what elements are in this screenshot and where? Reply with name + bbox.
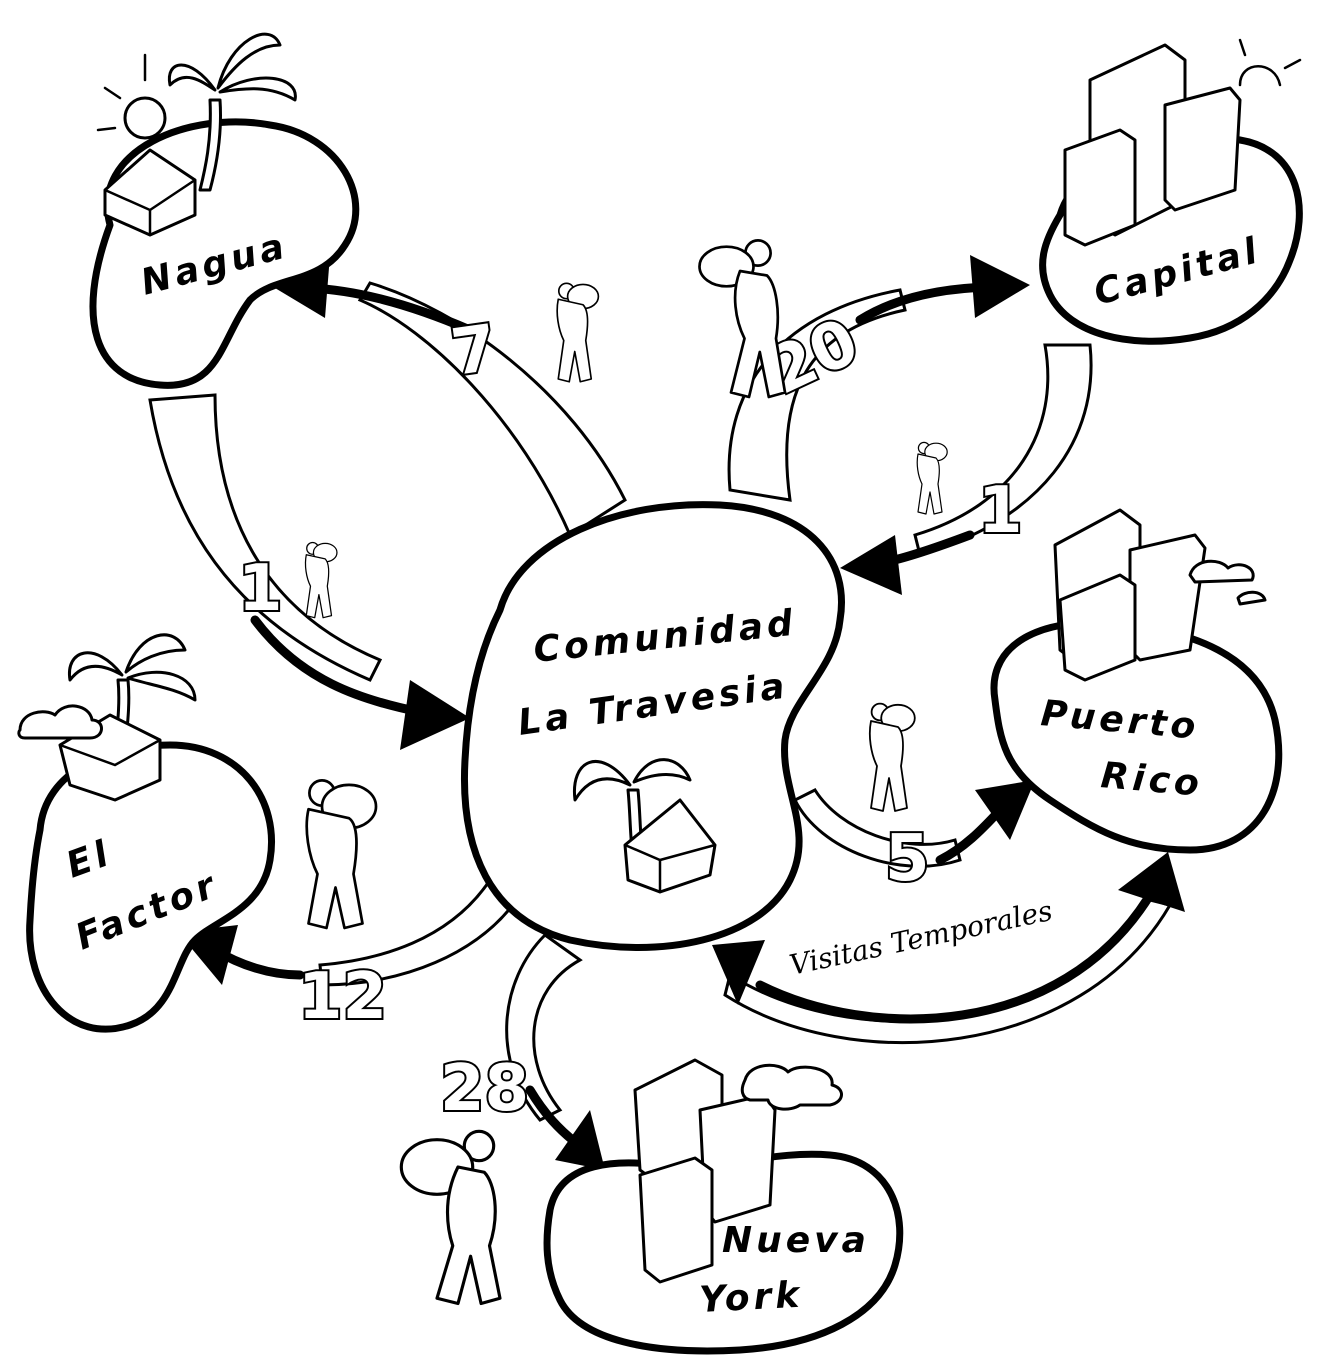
house-icon	[623, 798, 717, 894]
flow-band-to-el-factor	[318, 878, 523, 987]
buildings-icon	[633, 1058, 777, 1284]
place-label-nueva-york-1: Nueva	[722, 1220, 870, 1261]
palm-tree-icon	[167, 32, 297, 192]
place-el-factor: El Factor	[26, 741, 275, 1033]
arrow-head-to-puerto-rico	[975, 780, 1035, 840]
migrant-figure-icon	[399, 1129, 502, 1306]
arrow-from-nagua	[250, 615, 425, 717]
arrow-head-visitas-left	[712, 940, 765, 1005]
migrant-figure-icon	[305, 779, 378, 930]
arrow-head-from-capital	[840, 535, 902, 595]
cloud-icon	[1188, 559, 1267, 606]
place-label-nueva-york-2: York	[698, 1275, 804, 1321]
place-label-puerto-rico-2: Rico	[1099, 755, 1204, 805]
cloud-icon	[17, 704, 103, 740]
flow-band-from-nagua	[148, 393, 383, 682]
sun-icon	[96, 53, 167, 140]
house-icon	[103, 148, 197, 237]
count-to-nagua: 7	[447, 311, 501, 390]
cloud-icon	[740, 1063, 843, 1111]
arrow-head-from-nagua	[400, 680, 470, 750]
count-from-capital: 1	[978, 474, 1023, 548]
place-comunidad-la-travesia: Comunidad La Travesia	[460, 501, 845, 951]
buildings-icon	[1053, 508, 1207, 682]
migrant-figure-icon	[304, 541, 338, 619]
migrant-figure-icon	[868, 702, 916, 812]
flow-band-from-capital	[913, 343, 1093, 557]
palm-tree-icon	[572, 758, 692, 852]
count-to-el-factor: 12	[298, 960, 387, 1034]
migrant-figure-icon	[556, 282, 600, 383]
place-puerto-rico: Puerto Rico	[990, 619, 1283, 854]
sun-icon	[1238, 38, 1302, 87]
migrant-figure-icon	[698, 239, 787, 399]
migrant-figure-icon	[916, 441, 948, 515]
place-nagua: Nagua	[89, 118, 360, 389]
arrow-head-to-capital	[970, 255, 1030, 318]
count-to-puerto-rico: 5	[885, 822, 930, 896]
arrow-head-to-nueva-york	[555, 1110, 605, 1170]
arrow-visitas-temporales	[755, 890, 1155, 1024]
buildings-icon	[1063, 43, 1242, 247]
arrow-head-visitas-right	[1118, 852, 1185, 912]
flow-band-to-nueva-york	[505, 933, 583, 1122]
flow-band-to-nagua	[357, 281, 627, 538]
count-from-nagua: 1	[238, 552, 283, 626]
place-nueva-york: Nueva York	[543, 1150, 904, 1355]
count-to-nueva-york: 28	[440, 1052, 529, 1126]
visitas-temporales-label: Visitas Temporales	[787, 894, 1056, 982]
